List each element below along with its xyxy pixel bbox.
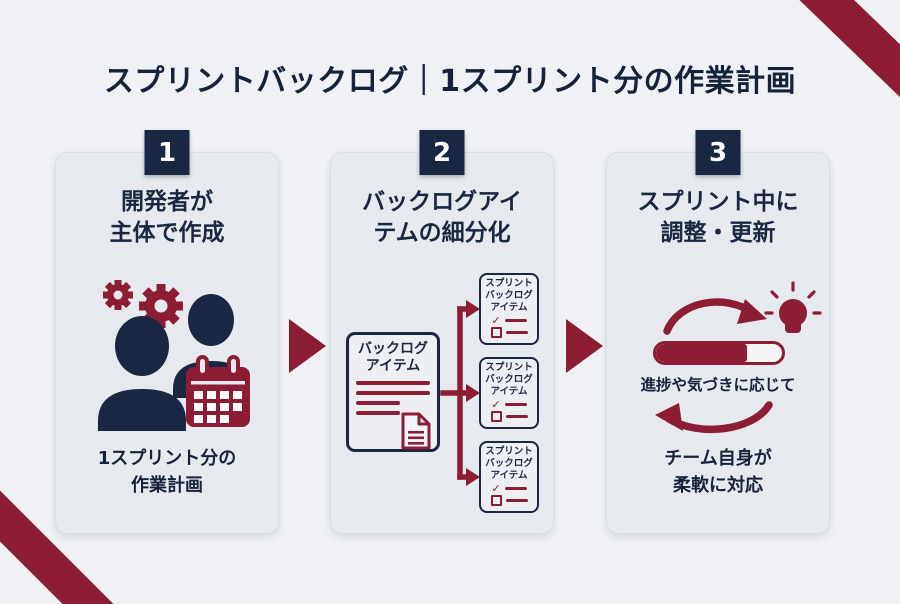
backlog-item-box-label: バックログ アイテム — [356, 341, 430, 375]
task-line — [505, 330, 528, 334]
step-heading-1: 開発者が 主体で作成 — [56, 187, 278, 249]
step-heading-1-line2: 主体で作成 — [109, 220, 225, 247]
checkmark-icon: ✓ — [491, 313, 501, 327]
sprint-backlog-item-box-3: スプリント バックログ アイテム ✓ — [479, 441, 539, 513]
flow-arrow-1-icon — [289, 319, 326, 373]
step-card-3: 3 スプリント中に 調整・更新 — [606, 130, 830, 534]
step-caption-3-line1: チーム自身が — [664, 448, 772, 469]
step-caption-3: チーム自身が 柔軟に対応 — [607, 445, 829, 499]
task-line — [504, 318, 527, 322]
checkbox-icon — [490, 410, 502, 422]
gear-large-icon — [139, 284, 183, 328]
lightbulb-icon — [764, 281, 822, 333]
check-row: ✓ — [481, 399, 537, 410]
backlog-item-box-line1: バックログ — [358, 341, 428, 357]
task-line — [504, 486, 527, 490]
checkbox-row — [481, 326, 537, 338]
step-heading-3-line1: スプリント中に — [637, 189, 799, 215]
document-icon — [400, 411, 432, 455]
step-heading-2-line1: バックログアイ — [362, 189, 522, 215]
step-heading-2: バックログアイ テムの細分化 — [331, 187, 553, 249]
text-bar — [356, 410, 400, 415]
sprint-item-3-line1: スプリント — [485, 446, 533, 457]
checkbox-icon — [490, 326, 502, 338]
page-title: スプリントバックログ｜1スプリント分の作業計画 — [103, 64, 797, 99]
sprint-item-3-line2: バックログ — [485, 457, 533, 469]
sprint-item-2-line3: アイテム — [490, 385, 528, 397]
task-line — [505, 414, 528, 418]
step-caption-1-line2: 作業計画 — [131, 475, 203, 496]
sprint-item-2-line2: バックログ — [485, 373, 533, 385]
sprint-backlog-item-box-1: スプリント バックログ アイテム ✓ — [479, 273, 539, 345]
sprint-item-2-line1: スプリント — [485, 362, 533, 373]
step-card-1: 1 開発者が 主体で作成 — [55, 130, 279, 534]
step-caption-1-line1: 1スプリント分の — [97, 448, 237, 469]
checkbox-row — [481, 494, 537, 506]
checkbox-icon — [490, 494, 502, 506]
check-row: ✓ — [481, 483, 537, 494]
checkmark-icon: ✓ — [491, 397, 501, 411]
step-card-2: 2 バックログアイ テムの細分化 — [330, 130, 554, 534]
checkmark-icon: ✓ — [491, 481, 501, 495]
gear-small-icon — [103, 280, 133, 310]
cycle-arrow-bottom — [665, 401, 773, 434]
backlog-item-box: バックログ アイテム — [346, 332, 440, 452]
progress-bar — [653, 341, 785, 365]
step-heading-2-line2: テムの細分化 — [373, 220, 511, 247]
calendar-icon — [186, 355, 250, 427]
progress-caption: 進捗や気づきに応じて — [640, 376, 796, 394]
checkbox-row — [481, 410, 537, 422]
text-bar — [356, 400, 400, 405]
step-heading-3: スプリント中に 調整・更新 — [607, 187, 829, 249]
sprint-backlog-item-box-2: スプリント バックログ アイテム ✓ — [479, 357, 539, 429]
sprint-item-1-line1: スプリント — [485, 278, 533, 289]
cycle-arrows-svg — [655, 281, 822, 434]
person-left-icon — [98, 316, 186, 431]
split-connector-arrows-icon — [440, 300, 480, 486]
progress-bar-fill — [656, 344, 747, 362]
flow-arrow-2-icon — [566, 319, 603, 373]
check-row: ✓ — [481, 315, 537, 326]
step-heading-1-line1: 開発者が — [121, 189, 213, 215]
text-bar — [356, 380, 430, 385]
sprint-item-1-line3: アイテム — [490, 301, 528, 313]
step-caption-3-line2: 柔軟に対応 — [673, 475, 763, 496]
step-caption-1: 1スプリント分の 作業計画 — [56, 445, 278, 499]
task-line — [504, 402, 527, 406]
cycle-lightbulb-icon — [607, 279, 829, 447]
sprint-item-1-line2: バックログ — [485, 289, 533, 301]
text-bar — [356, 390, 430, 395]
task-line — [505, 498, 528, 502]
step-number-badge-3: 3 — [695, 130, 741, 175]
step-heading-3-line2: 調整・更新 — [660, 220, 776, 247]
sprint-item-3-line3: アイテム — [490, 469, 528, 481]
backlog-item-box-line2: アイテム — [365, 357, 421, 374]
backlog-split-diagram: バックログ アイテム — [341, 271, 543, 519]
step-number-badge-1: 1 — [144, 130, 190, 175]
step-number-badge-2: 2 — [419, 130, 465, 175]
team-gears-calendar-svg — [98, 280, 250, 431]
team-gears-calendar-icon — [80, 265, 254, 443]
backlog-item-box-body — [356, 380, 431, 450]
